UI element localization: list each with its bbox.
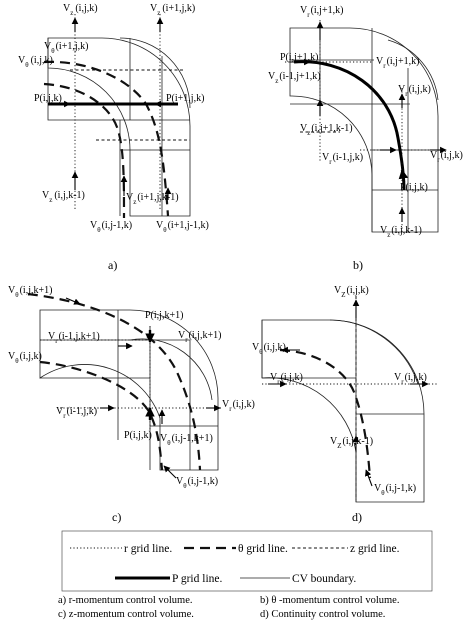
a-label-vz-ijk: Vz(i,j,k)	[63, 3, 98, 17]
b-label-vr-ij1k-b: Vr(i,j+1,k)	[376, 56, 419, 70]
caption-a-text: a) r-momentum control volume.	[58, 595, 193, 606]
legend-cv-boundary-label: CV boundary.	[292, 573, 356, 585]
a-label-vz-i1jk: Vz(i+1,j,k)	[150, 3, 195, 17]
c-label-vth-ijk: Vθ(i,j,k)	[8, 351, 42, 365]
c-label-p-ijk1: P(i,j,k+1)	[145, 310, 183, 321]
caption-d-text: d) Continuity control volume.	[260, 609, 385, 620]
c-label-vth-ijk1: Vθ(i,j,k+1)	[8, 285, 52, 299]
panel-b	[285, 20, 448, 233]
panel-d	[261, 296, 438, 503]
b-label-vr-ijk-far: Vr(i,j,k)	[430, 150, 463, 164]
a-label-p-i1jk: P(i+1,j,k)	[166, 93, 204, 104]
c-label-vr-ijk1: Vr(i,j,k+1)	[178, 330, 221, 344]
a-caption: a)	[108, 258, 117, 272]
d-caption: d)	[352, 510, 362, 524]
panel-a	[43, 14, 191, 219]
b-label-p-ij1k: P(i,j+1,k)	[280, 52, 318, 63]
a-label-vth-ijm1k: Vθ(i,j-1,k)	[90, 220, 132, 234]
c-label-p-ijk: P(i,j,k)	[124, 430, 152, 441]
a-label-vz-ijkm1: Vz(i,j,k-1)	[42, 190, 85, 204]
legend-frame	[61, 530, 433, 592]
legend-z-grid-label: z grid line.	[350, 543, 400, 555]
d-label-vth-ijm1k: Vθ(i,j-1,k)	[374, 483, 416, 497]
legend-theta-grid-label: θ grid line.	[238, 543, 288, 555]
a-label-vth-i1jm1k: Vθ(i+1,j-1,k)	[156, 220, 209, 234]
c-label-vr-im1jk1: Vr(i-1,j,k+1)	[48, 331, 100, 345]
legend-r-grid-label: r grid line.	[124, 543, 172, 555]
c-label-vth-ijm1k: Vθ(i,j-1,k)	[176, 476, 218, 490]
b-label-vr-ij1k: Vr(i,j+1,k)	[300, 5, 343, 19]
panel-c	[27, 292, 222, 479]
legend	[61, 530, 433, 592]
a-label-p-ijk: P(i,j,k)	[34, 93, 62, 104]
c-caption: c)	[112, 510, 121, 524]
b-label-vz-im1j1k: Vz(i-1,j+1,k)	[268, 71, 321, 85]
a-label-vz-i1jkm1: Vz(i+1,j,k-1)	[126, 192, 179, 206]
b-label-vz-ijkm1: Vz(i,j,k-1)	[380, 225, 422, 239]
b-label-vr-ijk-right: Vr(i,j,k)	[398, 84, 431, 98]
d-label-vr-ijk-right: Vr(i,j,k)	[394, 372, 427, 386]
caption-c-text: c) z-momentum control volume.	[58, 609, 194, 620]
a-label-vth-ijk: Vθ(i,j,k)	[18, 55, 53, 69]
b-label-p-ijk: P(i,j,k)	[400, 182, 428, 193]
b-caption: b)	[353, 258, 363, 272]
d-label-vr-ijk-left: Vr(i,j,k)	[270, 372, 303, 386]
d-label-vz-ijk: VZ(i,j,k)	[334, 285, 369, 299]
c-label-vr-im1jk: Vr(i-1,j,k)	[56, 406, 97, 420]
a-label-vth-i1jk: Vθ(i+1,j,k)	[44, 41, 88, 55]
b-label-vr-im1jk: Vr(i-1,j,k)	[322, 152, 363, 166]
c-label-vth-ijm1k1: Vθ(i,j-1,k+1)	[160, 433, 213, 447]
legend-p-grid-label: P grid line.	[172, 573, 222, 585]
b-label-vz-ij1km1: Vz(i,j+1,k-1)	[300, 123, 353, 137]
c-label-vr-ijk: Vr(i,j,k)	[222, 399, 255, 413]
d-label-vth-ijk: Vθ(i,j,k)	[252, 342, 286, 356]
caption-b-text: b) θ -momentum control volume.	[260, 595, 399, 606]
d-label-vz-ijkm1: VZ(i,j,k-1)	[330, 436, 373, 450]
